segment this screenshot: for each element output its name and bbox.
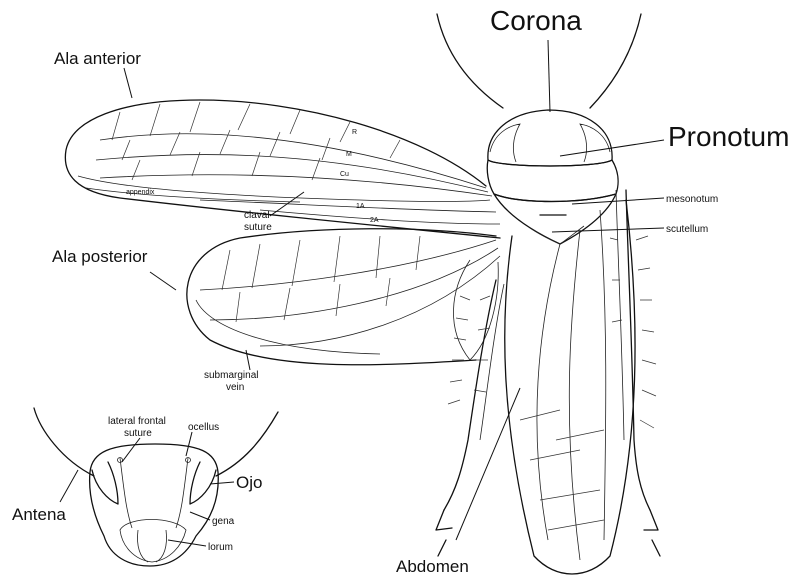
- appendix-strip: [86, 188, 300, 202]
- leg-right-hind-inner: [616, 190, 624, 440]
- forewing-vein-r: [100, 134, 486, 188]
- label-lateral-frontal-2: suture: [124, 428, 152, 439]
- label-abdomen: Abdomen: [396, 557, 469, 576]
- forewing-crossveins: [112, 102, 400, 180]
- abdomen-crossveins: [520, 410, 604, 530]
- label-ocellus: ocellus: [188, 422, 219, 433]
- leader-antena: [60, 470, 78, 502]
- forewing-vein-m: [96, 155, 488, 192]
- label-ala-posterior: Ala posterior: [52, 247, 148, 266]
- hindwing-vein-1: [200, 240, 496, 290]
- label-lateral-frontal-1: lateral frontal: [108, 416, 166, 427]
- label-submarginal-1: submarginal: [204, 370, 258, 381]
- abdomen-vein-3: [600, 210, 606, 540]
- face-clypeus: [120, 520, 186, 563]
- label-lorum: lorum: [208, 542, 233, 553]
- leader-gena: [190, 512, 210, 520]
- leader-scutellum: [552, 228, 664, 232]
- hindwing-vein-2: [210, 248, 498, 320]
- abdomen-vein-2: [569, 230, 580, 560]
- leader-ala-posterior: [150, 272, 176, 290]
- label-vein-2a: 2A: [370, 217, 379, 224]
- leader-lorum: [168, 540, 206, 546]
- head-corona-shape: [488, 110, 612, 166]
- forewing-vein-cu: [100, 175, 492, 196]
- face-antenna-left: [34, 408, 94, 476]
- leader-abdomen: [456, 388, 520, 540]
- face-outline: [90, 444, 219, 566]
- abdomen-outline: [505, 200, 635, 574]
- leader-ocellus: [186, 432, 192, 456]
- eye-left: [490, 124, 520, 162]
- label-vein-r: R: [352, 129, 357, 136]
- forewing-outline: [65, 100, 500, 238]
- leader-submarginal-vein: [246, 350, 250, 370]
- label-submarginal-2: vein: [226, 382, 244, 393]
- face-frons: [120, 458, 188, 528]
- face-eye-left: [92, 462, 118, 504]
- label-vein-cu: Cu: [340, 171, 349, 178]
- label-appendix: appendix: [126, 189, 155, 196]
- hindwing-outline: [187, 229, 496, 365]
- label-mesonotum: mesonotum: [666, 194, 718, 205]
- hindwing-crossveins: [222, 236, 420, 322]
- label-ojo: Ojo: [236, 473, 262, 492]
- leader-ojo: [210, 482, 234, 484]
- face-lorum: [137, 530, 166, 562]
- leader-mesonotum: [572, 198, 664, 204]
- leg-right-tarsus: [644, 510, 660, 556]
- hindwing-jugal-lobe: [453, 260, 498, 360]
- leg-left-hind-inner: [480, 284, 504, 440]
- abdomen-vein-1: [537, 244, 560, 540]
- leader-lateral-frontal-suture: [122, 438, 140, 462]
- antenna-right-line: [590, 14, 641, 108]
- label-antena: Antena: [12, 505, 66, 524]
- label-claval-2: suture: [244, 222, 272, 233]
- label-pronotum: Pronotum: [668, 121, 789, 152]
- leg-left-tarsus: [436, 510, 452, 556]
- leg-left-hind: [444, 280, 496, 510]
- face-eye-right: [190, 462, 216, 504]
- label-gena: gena: [212, 516, 235, 527]
- label-scutellum: scutellum: [666, 224, 708, 235]
- label-claval-1: claval: [244, 210, 270, 221]
- leader-corona: [548, 40, 550, 112]
- label-vein-m: M: [346, 151, 352, 158]
- leader-ala-anterior: [124, 68, 132, 98]
- pronotum-shape: [487, 160, 618, 202]
- face-antenna-right: [216, 412, 278, 476]
- eye-right: [580, 124, 610, 162]
- label-vein-1a: 1A: [356, 203, 365, 210]
- leg-left-spines: [448, 296, 490, 404]
- label-ala-anterior: Ala anterior: [54, 49, 141, 68]
- label-corona: Corona: [490, 5, 582, 36]
